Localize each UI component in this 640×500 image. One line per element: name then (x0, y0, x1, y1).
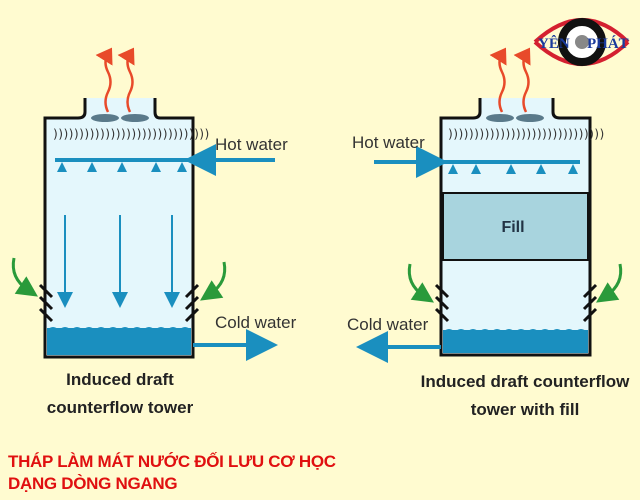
fan-icon (91, 114, 149, 122)
cold-water-label: Cold water (347, 315, 429, 334)
caption-line2: tower with fill (471, 400, 580, 419)
left-tower: )))))))))))))))))))))))))))))) Hot water… (11, 47, 297, 417)
basin-water (443, 330, 588, 353)
caption-line2: counterflow tower (47, 398, 194, 417)
heat-exhaust-icon (95, 47, 135, 113)
drift-eliminator: )))))))))))))))))))))))))))))) (447, 127, 604, 141)
air-louvers-left (38, 283, 54, 323)
air-louvers-left (434, 283, 450, 323)
falling-water-arrows (57, 215, 180, 308)
page-title-line2: DẠNG DÒNG NGANG (8, 474, 178, 493)
logo-text-left: YÊN (538, 35, 570, 52)
cold-water-label: Cold water (215, 313, 297, 332)
right-tower: Fill )))))))))))))))))))))))))))))) Hot … (347, 47, 631, 419)
basin-water (47, 328, 191, 355)
spray-nozzles (57, 162, 187, 172)
page-title-line1: THÁP LÀM MÁT NƯỚC ĐỐI LƯU CƠ HỌC (8, 452, 336, 471)
heat-exhaust-icon (489, 47, 531, 113)
hot-water-label: Hot water (352, 133, 425, 152)
air-inlet-arrow-left (407, 263, 434, 303)
drift-eliminator: )))))))))))))))))))))))))))))) (52, 127, 209, 141)
fill-label: Fill (501, 219, 524, 236)
air-inlet-arrow-left (11, 257, 38, 297)
air-inlet-arrow-right (596, 263, 623, 303)
caption-line1: Induced draft counterflow (421, 372, 631, 391)
brand-logo: YÊN PHÁT (533, 18, 630, 66)
air-inlet-arrow-right (200, 261, 227, 301)
caption-line1: Induced draft (66, 370, 174, 389)
logo-text-right: PHÁT (587, 35, 629, 52)
fill-section (442, 192, 589, 261)
hot-water-label: Hot water (215, 135, 288, 154)
spray-nozzles (448, 164, 578, 174)
air-louvers-right (184, 283, 200, 323)
air-louvers-right (582, 283, 598, 323)
fan-icon (486, 114, 544, 122)
